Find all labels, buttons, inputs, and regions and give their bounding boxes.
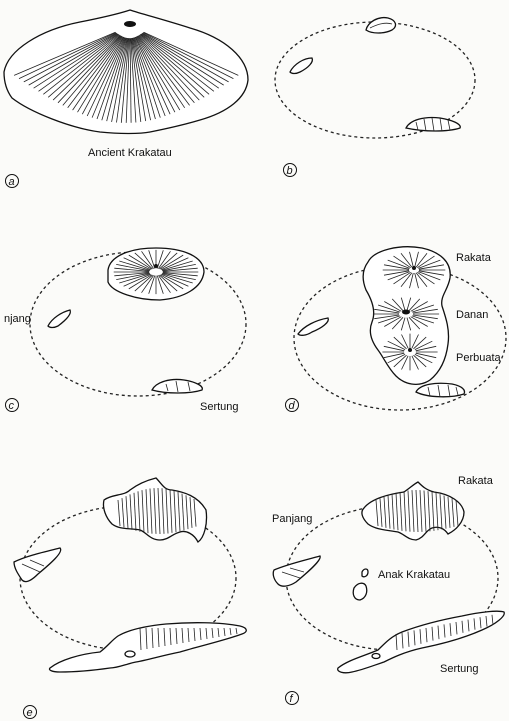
- danan-label-d: Danan: [456, 309, 488, 321]
- panel-e-letter: e: [27, 707, 33, 719]
- panjang-e: [14, 548, 61, 582]
- panjang-b: [290, 58, 312, 74]
- perbuatan-label-d: Perbuata: [456, 352, 502, 364]
- rakata-label-d: Rakata: [456, 252, 492, 264]
- panel-d: Rakata Danan Perbuata d: [286, 247, 507, 412]
- anak-krakatau-label-f: Anak Krakatau: [378, 569, 450, 581]
- panel-f: Rakata Panjang Anak Krakatau Sertung f: [272, 475, 504, 705]
- rakata-crater-d: [412, 266, 416, 270]
- panjang-label-c: njang: [4, 313, 31, 325]
- panjang-label-f: Panjang: [272, 513, 312, 525]
- sertung-label-f: Sertung: [440, 663, 479, 675]
- sertung-pond-e: [125, 651, 135, 657]
- rakata-label-f: Rakata: [458, 475, 494, 487]
- anak-krakatau-islet-f: [362, 569, 368, 577]
- panel-a-letter: a: [9, 176, 15, 188]
- perbuatan-crater-d: [408, 348, 412, 352]
- sertung-pond-f: [372, 654, 380, 659]
- panjang-c: [48, 310, 70, 328]
- panel-e: e: [14, 478, 246, 719]
- panel-c: njang Sertung c: [4, 248, 246, 413]
- panel-d-letter: d: [289, 400, 296, 412]
- panel-c-letter: c: [9, 400, 15, 412]
- anak-krakatau-f: [353, 583, 367, 600]
- panel-a: Ancient Krakatau a: [4, 10, 248, 188]
- rakata-remnant-b: [366, 18, 395, 33]
- panel-f-letter: f: [290, 693, 294, 705]
- sertung-label-c: Sertung: [200, 401, 239, 413]
- rakata-crater-c: [154, 264, 158, 268]
- danan-crater-d: [402, 310, 410, 315]
- sertung-d: [416, 383, 465, 397]
- panjang-d: [298, 318, 328, 335]
- panel-b-letter: b: [287, 165, 293, 177]
- panjang-f: [273, 556, 320, 586]
- ancient-summit-crater: [124, 21, 136, 27]
- panel-b: b: [275, 18, 475, 177]
- ancient-krakatau-label: Ancient Krakatau: [88, 147, 172, 159]
- sertung-e: [49, 623, 246, 672]
